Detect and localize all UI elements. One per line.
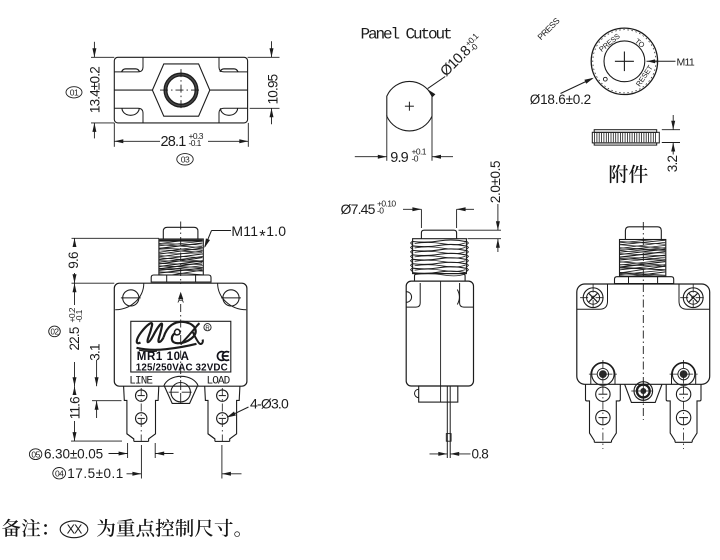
svg-text:04: 04 bbox=[55, 468, 64, 478]
svg-text:*: * bbox=[259, 228, 266, 246]
svg-text:Ø7.45: Ø7.45 bbox=[341, 201, 376, 217]
svg-text:MR1 10A: MR1 10A bbox=[137, 351, 190, 363]
svg-text:M11: M11 bbox=[231, 223, 258, 239]
svg-text:R: R bbox=[205, 326, 210, 332]
svg-text:2.0±0.5: 2.0±0.5 bbox=[488, 161, 503, 203]
svg-text:125/250VAC 32VDC: 125/250VAC 32VDC bbox=[136, 363, 228, 374]
svg-text:+0.10: +0.10 bbox=[377, 199, 396, 209]
svg-text:4-Ø3.0: 4-Ø3.0 bbox=[250, 396, 289, 412]
svg-text:11.6: 11.6 bbox=[67, 397, 82, 419]
svg-text:A: A bbox=[178, 295, 185, 306]
svg-text:+0.2: +0.2 bbox=[67, 307, 77, 322]
svg-text:Panel Cutout: Panel Cutout bbox=[361, 26, 452, 44]
svg-text:9.6: 9.6 bbox=[66, 252, 81, 269]
svg-text:6.30±0.05: 6.30±0.05 bbox=[44, 446, 103, 461]
svg-text:01: 01 bbox=[70, 88, 79, 98]
svg-text:28.1: 28.1 bbox=[161, 134, 187, 150]
svg-text:02: 02 bbox=[51, 328, 60, 337]
svg-text:M11: M11 bbox=[677, 57, 695, 69]
svg-text:+0.1: +0.1 bbox=[412, 147, 427, 157]
svg-text:17.5±0.1: 17.5±0.1 bbox=[67, 466, 123, 481]
svg-text:3.1: 3.1 bbox=[87, 344, 102, 361]
svg-text:05: 05 bbox=[31, 449, 40, 459]
svg-text:-0: -0 bbox=[377, 206, 384, 216]
svg-text:-0.1: -0.1 bbox=[189, 138, 202, 148]
svg-text:Ø18.6±0.2: Ø18.6±0.2 bbox=[530, 92, 591, 107]
svg-text:-0.1: -0.1 bbox=[74, 309, 84, 322]
svg-text:LOAD: LOAD bbox=[207, 376, 231, 388]
svg-text:+0.3: +0.3 bbox=[189, 131, 204, 141]
svg-text:13.4±0.2: 13.4±0.2 bbox=[88, 67, 103, 113]
svg-text:-0: -0 bbox=[412, 154, 419, 164]
svg-text:10.95: 10.95 bbox=[266, 74, 281, 104]
svg-text:03: 03 bbox=[181, 155, 190, 165]
svg-text:22.5: 22.5 bbox=[67, 327, 82, 350]
svg-text:3.2: 3.2 bbox=[665, 156, 680, 173]
svg-text:LINE: LINE bbox=[129, 376, 153, 388]
svg-text:1.0: 1.0 bbox=[266, 223, 286, 239]
svg-text:0.8: 0.8 bbox=[472, 446, 489, 461]
svg-text:XX: XX bbox=[67, 523, 83, 537]
svg-text:9.9: 9.9 bbox=[390, 150, 408, 166]
